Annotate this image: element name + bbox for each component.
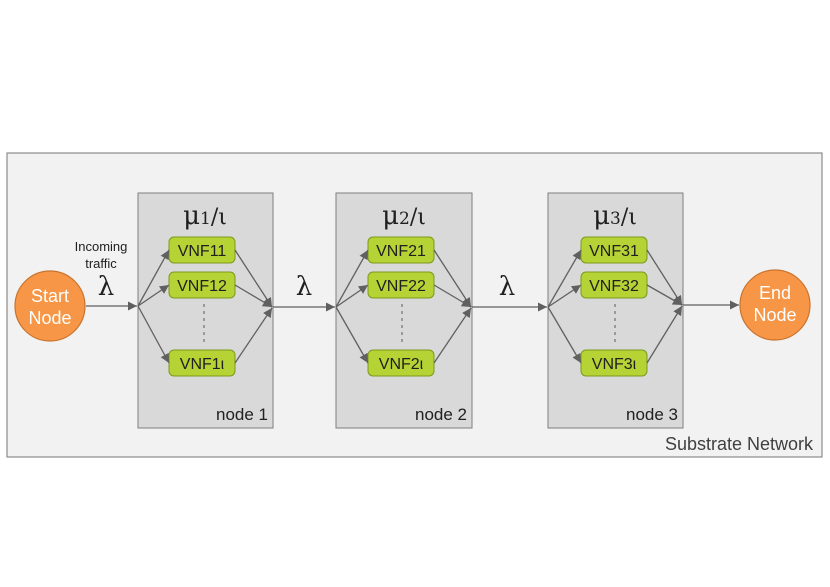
arrow-fanout — [137, 305, 170, 364]
arrow-fanin — [646, 305, 683, 364]
node-1-box — [137, 192, 274, 429]
arrival-rate-lambda: λ — [499, 272, 515, 302]
node-2-rate-sub: 2 — [399, 209, 410, 229]
node-3-box — [547, 192, 684, 429]
vnf-label: VNF21 — [376, 243, 426, 260]
end-node-label-line2: Node — [753, 305, 796, 325]
node-1: μ1/ι node 1 VNF11 VNF12 VNF1ι — [137, 192, 274, 429]
arrow-fanin — [433, 284, 472, 308]
incoming-traffic-label-line1: Incoming — [75, 239, 128, 254]
vnf-label: VNF3ι — [592, 356, 637, 373]
node-2: μ2/ι node 2 VNF21 VNF22 VNF2ι — [335, 192, 473, 429]
end-node-label-line1: End — [759, 283, 791, 303]
arrow-fanout — [547, 284, 582, 308]
node-3-service-rate: μ3/ι — [593, 201, 637, 231]
arrow-fanin — [234, 249, 273, 308]
incoming-traffic-label-line2: traffic — [85, 256, 117, 271]
substrate-network-label: Substrate Network — [665, 434, 814, 454]
vnf-label: VNF32 — [589, 278, 639, 295]
arrow-fanout — [335, 306, 369, 364]
arrow-fanout — [335, 284, 369, 308]
arrow-fanin — [234, 284, 273, 308]
arrow-fanout — [335, 249, 369, 308]
arrow-fanout — [137, 284, 170, 307]
vnf-label: VNF11 — [178, 243, 227, 260]
node-2-rate-mu: μ — [382, 201, 399, 231]
node-2-box — [335, 192, 473, 429]
vnf-label: VNF22 — [376, 278, 426, 295]
node-2-label: node 2 — [415, 405, 467, 424]
start-node: Start Node — [14, 270, 86, 342]
node-3: μ3/ι node 3 VNF31 VNF32 VNF3ι — [547, 192, 684, 429]
arrow-fanin — [646, 284, 683, 306]
node-1-rate-sub: 1 — [200, 209, 211, 229]
vnf-label: VNF12 — [177, 278, 227, 295]
node-3-rate-sub: 3 — [610, 209, 621, 229]
connector-arrows — [86, 249, 739, 364]
arrow-fanout — [547, 249, 582, 308]
node-3-rate-mu: μ — [593, 201, 610, 231]
node-3-label: node 3 — [626, 405, 678, 424]
start-node-circle — [14, 270, 86, 342]
arrival-rate-lambda: λ — [296, 272, 312, 302]
end-node: End Node — [739, 269, 811, 341]
start-node-label-line1: Start — [31, 286, 69, 306]
vnf-label: VNF2ι — [379, 356, 424, 373]
arrow-fanin — [234, 307, 273, 364]
arrow-fanout — [137, 249, 170, 307]
vnf-label: VNF31 — [589, 243, 639, 260]
start-node-label-line2: Node — [28, 308, 71, 328]
arrow-fanin — [433, 307, 472, 364]
node-3-rate-rest: /ι — [621, 205, 637, 230]
end-node-circle — [739, 269, 811, 341]
node-1-rate-mu: μ — [183, 201, 200, 231]
node-2-service-rate: μ2/ι — [382, 201, 426, 231]
node-1-service-rate: μ1/ι — [183, 201, 227, 231]
arrival-rate-lambda: λ — [98, 272, 114, 302]
vnf-label: VNF1ι — [180, 356, 225, 373]
arrow-fanin — [646, 249, 683, 306]
arrow-fanin — [433, 249, 472, 308]
arrow-fanout — [547, 306, 582, 364]
node-2-rate-rest: /ι — [410, 205, 426, 230]
node-1-rate-rest: /ι — [211, 205, 227, 230]
node-1-label: node 1 — [216, 405, 268, 424]
